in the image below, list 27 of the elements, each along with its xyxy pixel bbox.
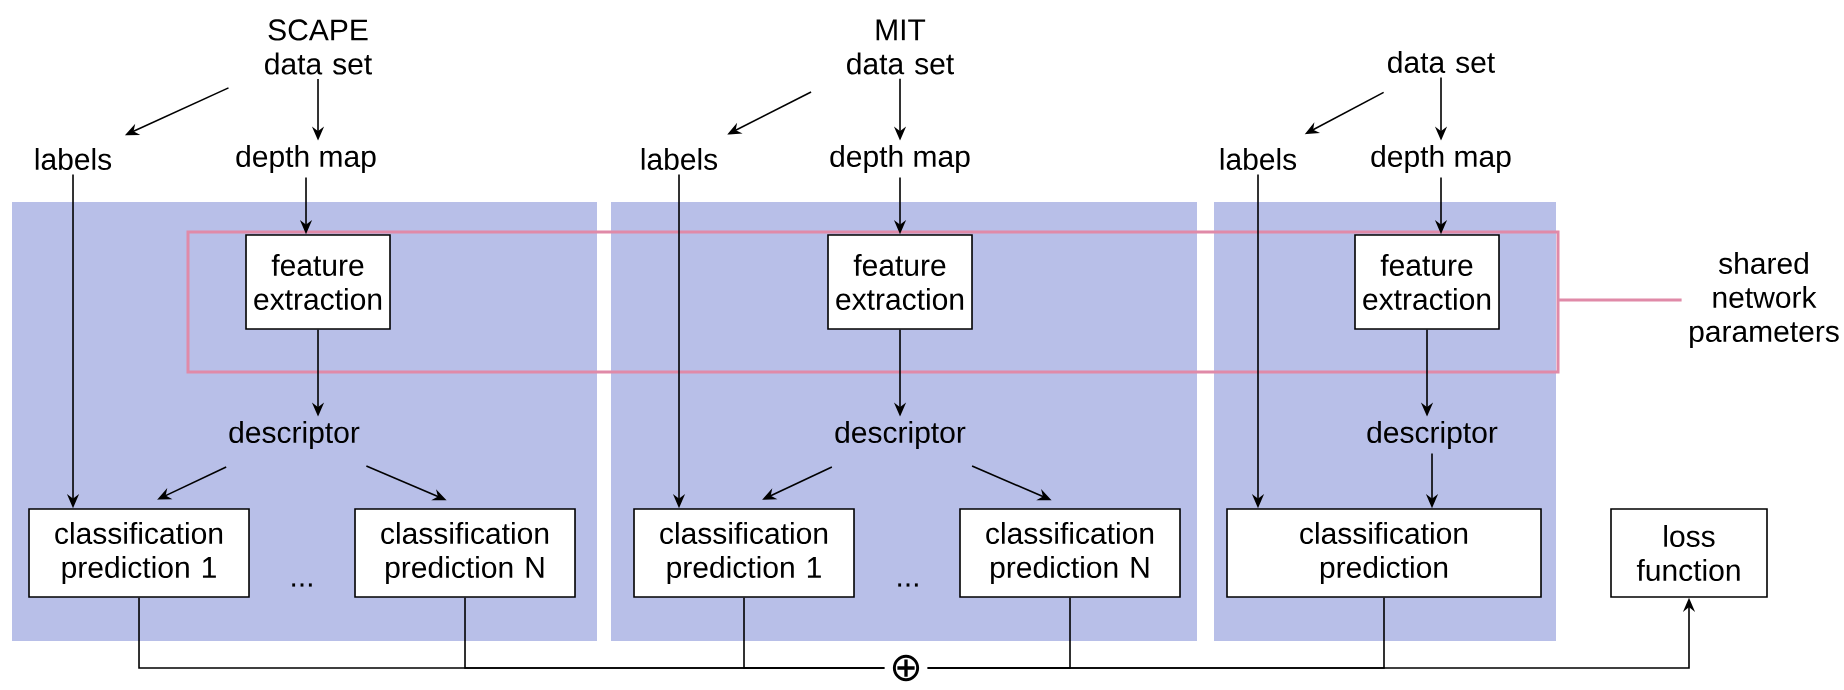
leader-line xyxy=(1558,298,1682,302)
process-box: classification prediction 1 xyxy=(28,508,250,598)
node-text: depth map xyxy=(830,145,970,173)
sum-symbol: ⊕ xyxy=(892,654,920,682)
process-box: loss function xyxy=(1610,508,1768,598)
process-box: classification prediction 1 xyxy=(633,508,855,598)
connector-line xyxy=(743,597,886,669)
node-text: depth map xyxy=(1371,145,1511,173)
process-box: classification prediction xyxy=(1226,508,1542,598)
dataset-label: SCAPE data set xyxy=(265,19,372,75)
dataset-label: MIT data set xyxy=(847,19,954,75)
node-text: descriptor xyxy=(835,421,966,449)
annotation-text: shared network parameters xyxy=(1690,252,1839,348)
ellipsis: ... xyxy=(898,583,918,587)
node-text: labels xyxy=(35,148,112,170)
node-text: descriptor xyxy=(229,421,360,449)
process-box: feature extraction xyxy=(245,234,391,330)
process-box: feature extraction xyxy=(1354,234,1500,330)
ellipsis: ... xyxy=(292,583,312,587)
node-text: labels xyxy=(641,148,718,170)
dataset-label: data set xyxy=(1388,51,1495,73)
node-text: labels xyxy=(1220,148,1297,170)
node-text: depth map xyxy=(236,145,376,173)
process-box: feature extraction xyxy=(827,234,973,330)
node-text: descriptor xyxy=(1367,421,1498,449)
process-box: classification prediction N xyxy=(959,508,1181,598)
process-box: classification prediction N xyxy=(354,508,576,598)
